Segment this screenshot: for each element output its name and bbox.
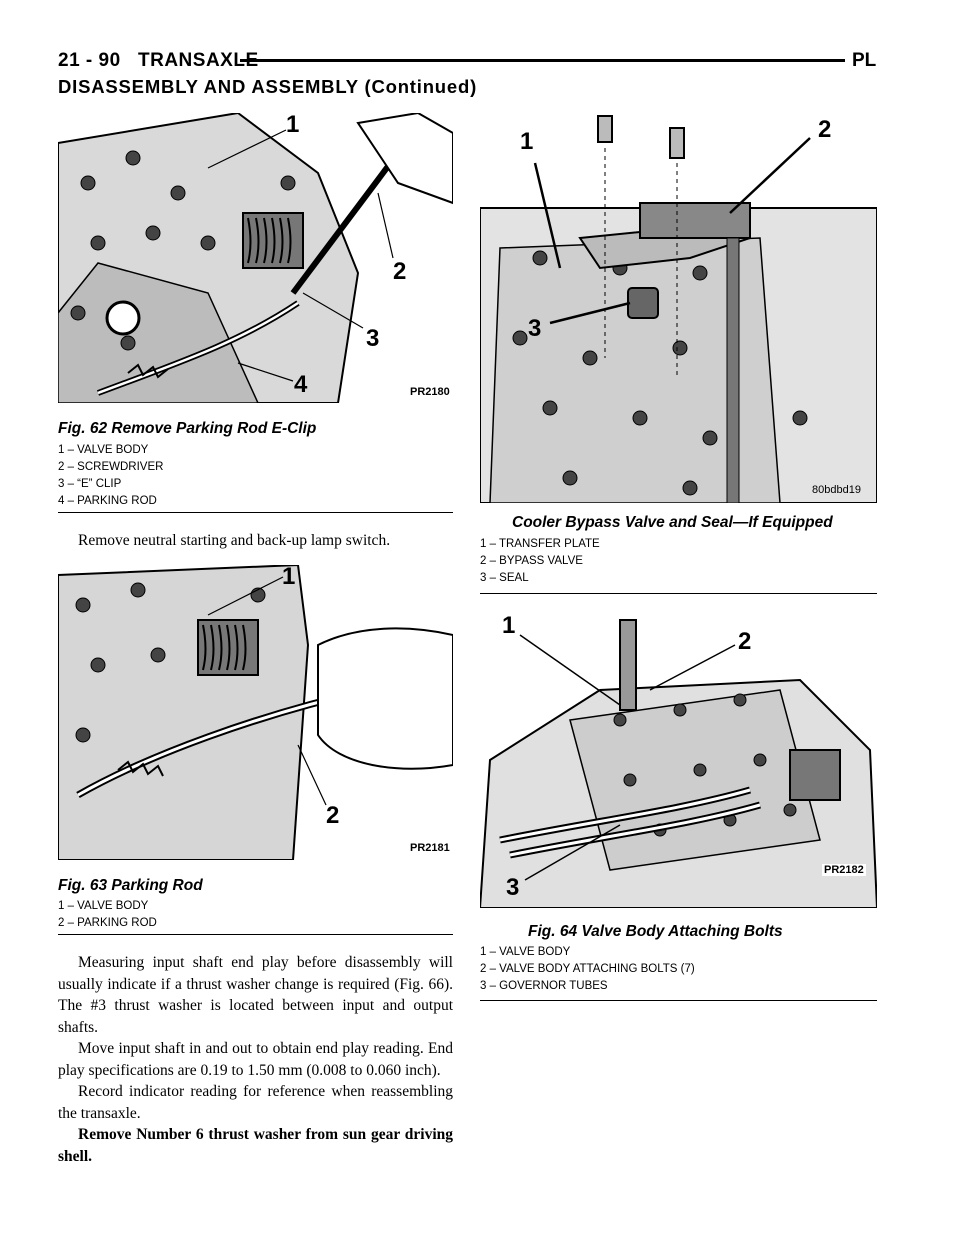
- fig63-rule: [58, 934, 453, 935]
- legend-item: 1 – VALVE BODY: [58, 444, 149, 456]
- page-number: 21 - 90: [58, 50, 121, 71]
- fig64-caption: Fig. 64 Valve Body Attaching Bolts: [528, 923, 783, 940]
- fig64-illustration: 1 2 3 PR2182: [480, 610, 877, 908]
- vehicle-code: PL: [852, 50, 877, 71]
- cooler-callout-2: 2: [818, 116, 832, 143]
- fig62-legend: 1 – VALVE BODY 2 – SCREWDRIVER 3 – “E” C…: [58, 442, 453, 510]
- section-name: TRANSAXLE: [138, 50, 259, 71]
- cooler-rule: [480, 593, 877, 594]
- legend-item: 2 – VALVE BODY ATTACHING BOLTS (7): [480, 963, 695, 975]
- fig63-code: PR2181: [410, 842, 450, 854]
- fig64-legend: 1 – VALVE BODY 2 – VALVE BODY ATTACHING …: [480, 944, 877, 995]
- paragraph: Record indicator reading for reference w…: [58, 1083, 453, 1122]
- body-paragraphs: Measuring input shaft end play before di…: [58, 952, 453, 1167]
- page-header-left: 21 - 90 TRANSAXLE: [58, 50, 259, 72]
- legend-item: 1 – VALVE BODY: [480, 946, 571, 958]
- fig62-illustration: 1 2 3 4 PR2180: [58, 113, 453, 403]
- fig62-caption: Fig. 62 Remove Parking Rod E-Clip: [58, 420, 317, 437]
- remove-switch-paragraph: Remove neutral starting and back-up lamp…: [58, 530, 453, 552]
- cooler-callout-3: 3: [528, 315, 542, 342]
- legend-item: 1 – TRANSFER PLATE: [480, 538, 600, 550]
- paragraph-bold: Remove Number 6 thrust washer from sun g…: [58, 1126, 453, 1165]
- legend-item: 3 – “E” CLIP: [58, 478, 122, 490]
- fig62-rule: [58, 512, 453, 513]
- legend-item: 2 – SCREWDRIVER: [58, 461, 164, 473]
- fig64-callout-1: 1: [502, 612, 516, 639]
- fig62-callout-4: 4: [294, 371, 308, 398]
- fig62-callout-1: 1: [286, 113, 300, 138]
- fig62-code: PR2180: [410, 386, 450, 398]
- legend-item: 3 – SEAL: [480, 572, 529, 584]
- cooler-bypass-illustration: 1 2 3 80bdbd19: [480, 108, 877, 503]
- fig64-callout-2: 2: [738, 628, 752, 655]
- fig63-callout-2: 2: [326, 802, 340, 829]
- fig63-caption: Fig. 63 Parking Rod: [58, 877, 203, 894]
- legend-item: 3 – GOVERNOR TUBES: [480, 980, 608, 992]
- fig63-illustration: 1 2 PR2181: [58, 565, 453, 860]
- fig62-callout-3: 3: [366, 325, 380, 352]
- legend-item: 4 – PARKING ROD: [58, 495, 157, 507]
- fig63-callout-1: 1: [282, 565, 296, 590]
- cooler-legend: 1 – TRANSFER PLATE 2 – BYPASS VALVE 3 – …: [480, 536, 877, 587]
- cooler-caption: Cooler Bypass Valve and Seal—If Equipped: [512, 514, 833, 531]
- cooler-callout-1: 1: [520, 128, 534, 155]
- legend-item: 2 – BYPASS VALVE: [480, 555, 583, 567]
- fig64-code: PR2182: [822, 864, 866, 876]
- paragraph: Measuring input shaft end play before di…: [58, 954, 453, 1036]
- fig64-rule: [480, 1000, 877, 1001]
- paragraph: Remove neutral starting and back-up lamp…: [78, 532, 391, 549]
- fig62-callout-2: 2: [393, 258, 407, 285]
- legend-item: 1 – VALVE BODY: [58, 900, 149, 912]
- fig64-callout-3: 3: [506, 874, 520, 901]
- header-rule: [240, 59, 845, 62]
- legend-item: 2 – PARKING ROD: [58, 917, 157, 929]
- paragraph: Move input shaft in and out to obtain en…: [58, 1040, 453, 1079]
- fig63-legend: 1 – VALVE BODY 2 – PARKING ROD: [58, 898, 453, 932]
- cooler-code: 80bdbd19: [812, 484, 861, 496]
- section-title: DISASSEMBLY AND ASSEMBLY (Continued): [58, 76, 478, 97]
